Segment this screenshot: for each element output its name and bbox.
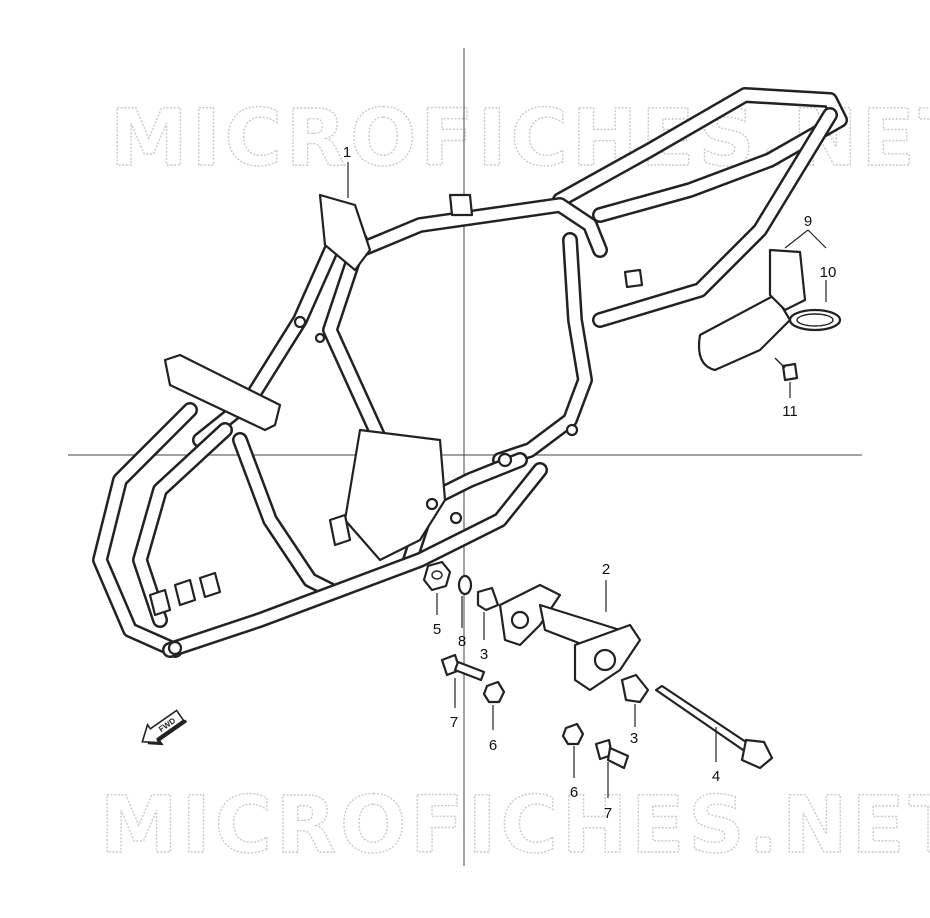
nut-5 xyxy=(422,560,452,592)
nut-6a xyxy=(482,680,506,704)
fwd-arrow-icon: FWD xyxy=(141,709,188,746)
callout-6a: 6 xyxy=(489,737,497,754)
callout-10: 10 xyxy=(820,264,837,281)
boot-neck xyxy=(768,248,807,312)
pivot-bolt-4 xyxy=(654,684,774,770)
callout-3a: 3 xyxy=(480,646,488,663)
watermark-bottom: MICROFICHES.NET xyxy=(100,781,930,871)
callout-3b: 3 xyxy=(630,730,638,747)
pivot-bracket xyxy=(498,583,642,692)
callout-7a: 7 xyxy=(450,714,458,731)
bushing-3a xyxy=(476,586,500,612)
screw-head xyxy=(781,362,799,382)
callout-4: 4 xyxy=(712,768,720,785)
callout-6b: 6 xyxy=(570,784,578,801)
callout-9: 9 xyxy=(804,213,812,230)
boot-group xyxy=(697,248,842,382)
bolt-7b xyxy=(594,738,630,770)
bushing-3b xyxy=(620,673,650,704)
bolt-7a xyxy=(440,653,486,682)
washer-8 xyxy=(457,574,473,596)
frame-assembly xyxy=(92,87,848,658)
nut-6b xyxy=(561,722,585,746)
callout-7b: 7 xyxy=(604,805,612,822)
boot xyxy=(697,293,792,372)
callout-2: 2 xyxy=(602,561,610,578)
callout-8: 8 xyxy=(458,633,466,650)
callout-11: 11 xyxy=(782,403,798,420)
callout-1: 1 xyxy=(343,144,351,161)
callout-5: 5 xyxy=(433,621,441,638)
